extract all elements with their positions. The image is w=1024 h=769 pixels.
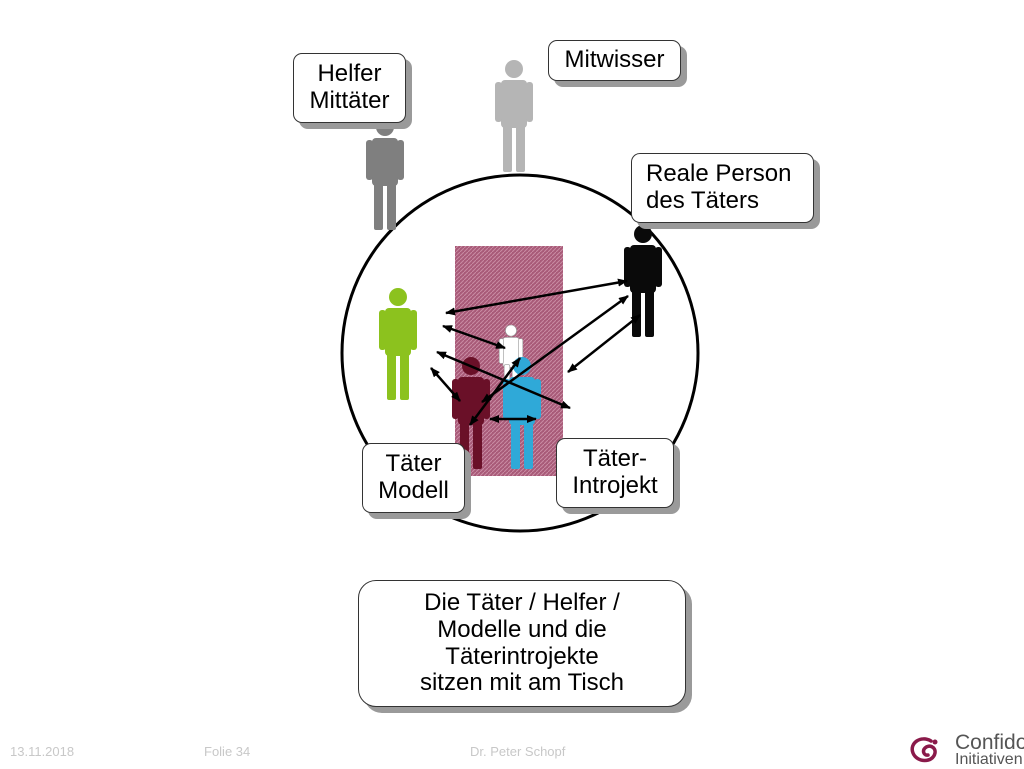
group-circle bbox=[340, 173, 700, 533]
arrow-green-white bbox=[442, 324, 506, 350]
footer-slide-number: Folie 34 bbox=[204, 744, 251, 759]
helfer-mittaeter-box: Helfer Mittäter bbox=[293, 53, 406, 123]
arrow-white-modell bbox=[468, 357, 522, 426]
taeter-modell-label: Täter Modell bbox=[378, 450, 449, 504]
taeter-introjekt-box: Täter- Introjekt bbox=[556, 438, 674, 508]
caption-box: Die Täter / Helfer / Modelle und die Tät… bbox=[358, 580, 686, 707]
helfer-figure bbox=[366, 118, 404, 230]
arrow-green-modell bbox=[430, 367, 461, 402]
footer-author: Dr. Peter Schopf bbox=[470, 744, 566, 759]
logo-line1: Confido bbox=[955, 731, 1024, 754]
relation-arrows bbox=[430, 278, 641, 426]
taeter-modell-box: Täter Modell bbox=[362, 443, 465, 513]
reale-person-label: Reale Person des Täters bbox=[646, 160, 792, 214]
confido-logo-icon bbox=[910, 737, 938, 763]
green-figure bbox=[379, 288, 417, 400]
caption-text: Die Täter / Helfer / Modelle und die Tät… bbox=[419, 588, 625, 697]
helfer-mittaeter-label: Helfer Mittäter bbox=[309, 60, 390, 114]
reale-person-box: Reale Person des Täters bbox=[631, 153, 814, 223]
mitwisser-figure bbox=[495, 60, 533, 172]
confido-logo: Confido Initiativen bbox=[905, 731, 1024, 768]
mitwisser-label: Mitwisser bbox=[564, 46, 665, 74]
footer-date: 13.11.2018 bbox=[10, 744, 75, 759]
taeter-introjekt-label: Täter- Introjekt bbox=[572, 445, 658, 499]
arrow-reale-introjekt bbox=[567, 314, 641, 373]
logo-line2: Initiativen bbox=[955, 751, 1023, 768]
mitwisser-box: Mitwisser bbox=[548, 40, 681, 81]
reale-person-figure bbox=[624, 225, 662, 337]
